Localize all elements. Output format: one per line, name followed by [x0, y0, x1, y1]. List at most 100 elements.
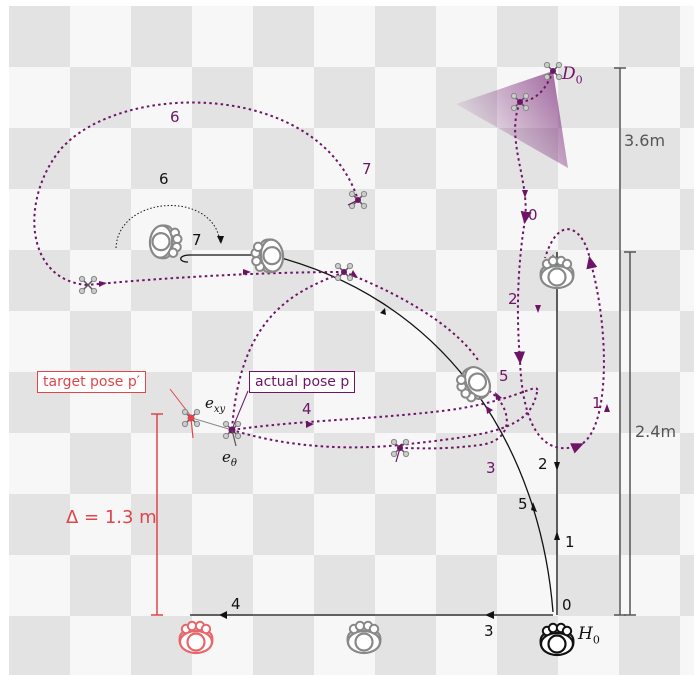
human-step-4	[178, 620, 214, 655]
floor-tile	[497, 494, 558, 555]
drone-path-arrows	[99, 190, 610, 428]
floor-tile	[253, 67, 314, 128]
floor-tile	[680, 616, 694, 675]
target-pose-label: target pose p′	[37, 371, 146, 393]
floor-tile	[192, 433, 253, 494]
floor-tile	[558, 494, 619, 555]
floor-tile	[558, 433, 619, 494]
drone-d0	[543, 61, 563, 81]
floor-tile	[497, 555, 558, 616]
floor-tile	[375, 494, 436, 555]
floor-tile	[619, 494, 680, 555]
floor-tile	[192, 555, 253, 616]
floor-tile	[680, 250, 694, 311]
floor-tile	[9, 433, 70, 494]
drone-step-2	[334, 262, 354, 282]
drone-step-5-label: 5	[499, 367, 509, 385]
d0-label: D0	[562, 64, 583, 87]
floor-tile	[558, 67, 619, 128]
floor-tile	[131, 555, 192, 616]
floor-tile	[619, 433, 680, 494]
floor-tile	[619, 67, 680, 128]
floor-tile	[70, 433, 131, 494]
floor-tile	[131, 128, 192, 189]
human-step-1-label: 1	[565, 533, 575, 551]
floor-tile	[436, 128, 497, 189]
floor-tile	[70, 250, 131, 311]
drone-step-0-label: 0	[528, 206, 538, 224]
drone-target-pose	[181, 408, 201, 439]
delta-label: Δ = 1.3 m	[66, 507, 157, 528]
human-step-0-label: 0	[562, 596, 572, 614]
drone-step-6-label: 6	[170, 108, 180, 126]
floor-tile	[131, 494, 192, 555]
floor-tile	[436, 555, 497, 616]
floor-tile	[192, 128, 253, 189]
floor-tile	[9, 616, 70, 675]
floor-tile	[9, 311, 70, 372]
floor-tile	[253, 311, 314, 372]
human-step-6-label: 6	[159, 170, 169, 188]
floor-tile	[619, 616, 680, 675]
dimension-lines	[614, 67, 636, 616]
floor-tile	[680, 372, 694, 433]
floor-tile	[131, 6, 192, 67]
floor-tile	[314, 189, 375, 250]
floor-tile	[192, 494, 253, 555]
floor-tile	[558, 555, 619, 616]
exy-label: exy	[205, 394, 226, 415]
floor-tile	[70, 6, 131, 67]
floor-tile	[680, 67, 694, 128]
floor-tile	[192, 67, 253, 128]
floor-tile	[314, 250, 375, 311]
drone-actual-pose	[222, 420, 242, 447]
floor-tile	[314, 311, 375, 372]
floor-tile	[9, 555, 70, 616]
floor-tile	[70, 189, 131, 250]
human-rotation-arc	[115, 205, 221, 249]
floor-tile	[375, 189, 436, 250]
floor-tile	[558, 128, 619, 189]
floor-tile	[9, 6, 70, 67]
drone-step-3-label: 3	[486, 459, 496, 477]
floor-tile	[375, 372, 436, 433]
floor-tile	[436, 494, 497, 555]
floor-tile	[558, 6, 619, 67]
floor-tile	[70, 494, 131, 555]
floor-tile	[558, 372, 619, 433]
floor-tile	[680, 494, 694, 555]
floor-tile	[192, 6, 253, 67]
floor-tile	[253, 616, 314, 675]
floor-tile	[619, 555, 680, 616]
floor-tile	[680, 128, 694, 189]
floor-tile	[314, 6, 375, 67]
floor-tile	[497, 311, 558, 372]
floor-tile	[558, 189, 619, 250]
human-step-markers	[219, 308, 560, 619]
distance-2-4m-label: 2.4m	[635, 422, 677, 441]
h0-label: H0	[578, 624, 600, 647]
actual-pose-leader	[232, 390, 249, 428]
human-h0	[539, 622, 575, 657]
floor-tile	[619, 250, 680, 311]
drone-step-7-label: 7	[362, 160, 372, 178]
floor-tile	[619, 311, 680, 372]
human-step-4-label: 4	[231, 595, 241, 613]
floor-tile	[497, 6, 558, 67]
floor-tile	[680, 189, 694, 250]
floor-tile	[253, 494, 314, 555]
human-step-2	[249, 237, 286, 275]
floor-tile	[558, 311, 619, 372]
floor-tile	[375, 6, 436, 67]
floor-tile	[436, 250, 497, 311]
floor-tile	[619, 128, 680, 189]
floor-tile	[680, 433, 694, 494]
floor-tile	[314, 433, 375, 494]
human-step-3	[346, 620, 382, 655]
floor-tile	[253, 6, 314, 67]
human-step-5-label: 5	[518, 495, 528, 513]
exy-error-line	[191, 417, 233, 431]
floor-tile	[619, 6, 680, 67]
